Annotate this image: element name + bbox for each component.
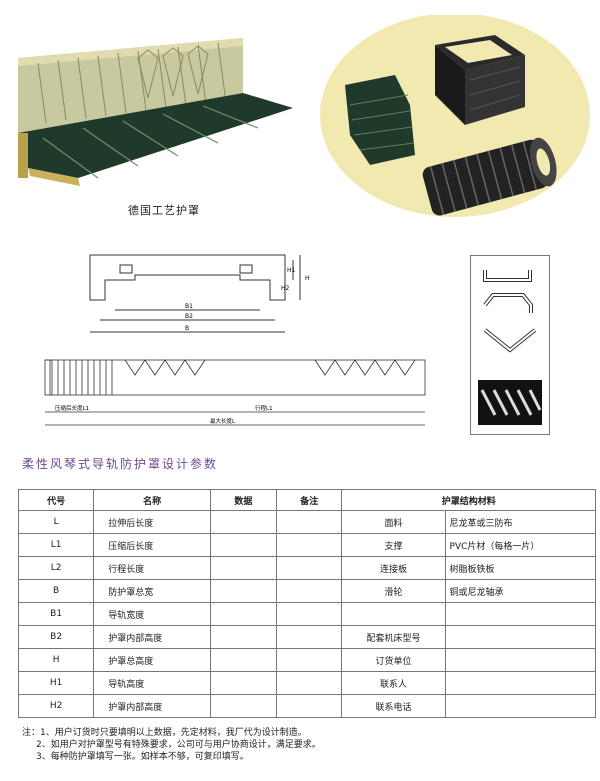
cell-code: B <box>17 579 95 603</box>
photo-caption: 德国工艺护罩 <box>128 204 200 217</box>
cell-material-label: 面料 <box>341 510 446 534</box>
cell-data-input[interactable] <box>210 556 277 580</box>
cell-name: 压缩后长度 <box>93 533 212 557</box>
cell-material-label: 联系人 <box>341 671 446 695</box>
cell-data-input[interactable] <box>210 533 277 557</box>
cell-note-input[interactable] <box>275 625 343 649</box>
cell-note-input[interactable] <box>275 510 343 534</box>
cell-code: L <box>17 510 95 534</box>
label-compressed-length: 压缩后长度L1 <box>55 404 89 412</box>
cell-name: 行程长度 <box>93 556 212 580</box>
header-note: 备注 <box>275 489 343 511</box>
label-h: H <box>305 275 310 282</box>
bellows-shapes-photo <box>320 15 590 217</box>
cell-material-label: 联系电话 <box>341 694 446 718</box>
table-row: H 护罩总高度 订货单位 <box>17 648 597 672</box>
profile-sections <box>470 255 550 435</box>
bellows-length-drawing: 压缩后长度L1 行程L1 最大长度L <box>44 359 426 426</box>
cell-data-input[interactable] <box>210 671 277 695</box>
cell-note-input[interactable] <box>275 602 343 626</box>
cell-material-label <box>341 602 446 626</box>
note-line: 3、每种防护罩填写一张。如样本不够，可复印填写。 <box>36 752 249 762</box>
cell-data-input[interactable] <box>210 579 277 603</box>
cell-note-input[interactable] <box>275 533 343 557</box>
cell-data-input[interactable] <box>210 510 277 534</box>
section-title: 柔性风琴式导轨防护罩设计参数 <box>22 457 219 471</box>
cell-material-label: 订货单位 <box>341 648 446 672</box>
cell-material-value: 树脂板铁板 <box>444 556 597 580</box>
label-stroke: 行程L1 <box>255 404 273 412</box>
table-row: L 拉伸后长度 面料 尼龙革或三防布 <box>17 510 597 534</box>
cell-material-label: 配套机床型号 <box>341 625 446 649</box>
cell-name: 护罩内部高度 <box>93 694 212 718</box>
cell-material-value: 铜或尼龙轴承 <box>444 579 597 603</box>
cell-code: L1 <box>17 533 95 557</box>
header-name: 名称 <box>93 489 212 511</box>
cell-material-value[interactable] <box>444 671 597 695</box>
table-row: H1 导轨高度 联系人 <box>17 671 597 695</box>
cell-data-input[interactable] <box>210 625 277 649</box>
label-b1: B1 <box>185 303 193 310</box>
spec-table: 代号 名称 数据 备注 护罩结构材料 L 拉伸后长度 面料 尼龙革或三防布 L1… <box>17 489 597 718</box>
header-materials: 护罩结构材料 <box>341 489 596 511</box>
note-line: 2、如用户对护罩型号有特殊要求，公司可与用户协商设计，满足要求。 <box>36 740 321 750</box>
bellows-cover-photo <box>18 38 293 186</box>
cell-note-input[interactable] <box>275 694 343 718</box>
header-code: 代号 <box>17 489 95 511</box>
cell-material-value[interactable] <box>444 648 597 672</box>
table-row: B2 护罩内部高度 配套机床型号 <box>17 625 597 649</box>
cell-data-input[interactable] <box>210 648 277 672</box>
cell-material-label: 连接板 <box>341 556 446 580</box>
cell-material-value[interactable] <box>444 694 597 718</box>
cell-code: H <box>17 648 95 672</box>
cell-name: 导轨高度 <box>93 671 212 695</box>
cell-material-label: 支撑 <box>341 533 446 557</box>
cell-data-input[interactable] <box>210 694 277 718</box>
cell-name: 护罩内部高度 <box>93 625 212 649</box>
label-b2: B2 <box>185 313 193 320</box>
table-row: L2 行程长度 连接板 树脂板铁板 <box>17 556 597 580</box>
cell-material-value: PVC片材（每格一片） <box>444 533 597 557</box>
notes: 注：1、用户订货时只要填明以上数据，先定材料，我厂代为设计制造。 2、如用户对护… <box>22 727 321 763</box>
table-header-row: 代号 名称 数据 备注 护罩结构材料 <box>17 489 596 511</box>
header-data: 数据 <box>210 489 277 511</box>
cell-name: 防护罩总宽 <box>93 579 212 603</box>
cell-material-value: 尼龙革或三防布 <box>444 510 597 534</box>
label-b: B <box>185 325 189 332</box>
cell-code: B1 <box>17 602 95 626</box>
cell-note-input[interactable] <box>275 671 343 695</box>
label-max-length: 最大长度L <box>210 417 236 425</box>
label-h1: H1 <box>287 267 296 274</box>
label-h2: H2 <box>281 285 290 292</box>
cell-name: 护罩总高度 <box>93 648 212 672</box>
cell-code: H1 <box>17 671 95 695</box>
cell-note-input[interactable] <box>275 579 343 603</box>
table-row: B 防护罩总宽 滑轮 铜或尼龙轴承 <box>17 579 597 603</box>
cell-note-input[interactable] <box>275 648 343 672</box>
table-row: L1 压缩后长度 支撑 PVC片材（每格一片） <box>17 533 597 557</box>
table-row: H2 护罩内部高度 联系电话 <box>17 694 597 718</box>
cell-code: B2 <box>17 625 95 649</box>
cell-material-label: 滑轮 <box>341 579 446 603</box>
table-row: B1 导轨宽度 <box>17 602 597 626</box>
cell-note-input[interactable] <box>275 556 343 580</box>
cell-data-input[interactable] <box>210 602 277 626</box>
cross-section-drawing: B1 B2 B H1 H2 H <box>89 254 310 333</box>
cell-name: 拉伸后长度 <box>93 510 212 534</box>
cell-name: 导轨宽度 <box>93 602 212 626</box>
cell-code: H2 <box>17 694 95 718</box>
cell-material-value <box>444 602 597 626</box>
cell-material-value[interactable] <box>444 625 597 649</box>
cell-code: L2 <box>17 556 95 580</box>
note-line: 注：1、用户订货时只要填明以上数据，先定材料，我厂代为设计制造。 <box>22 728 307 738</box>
